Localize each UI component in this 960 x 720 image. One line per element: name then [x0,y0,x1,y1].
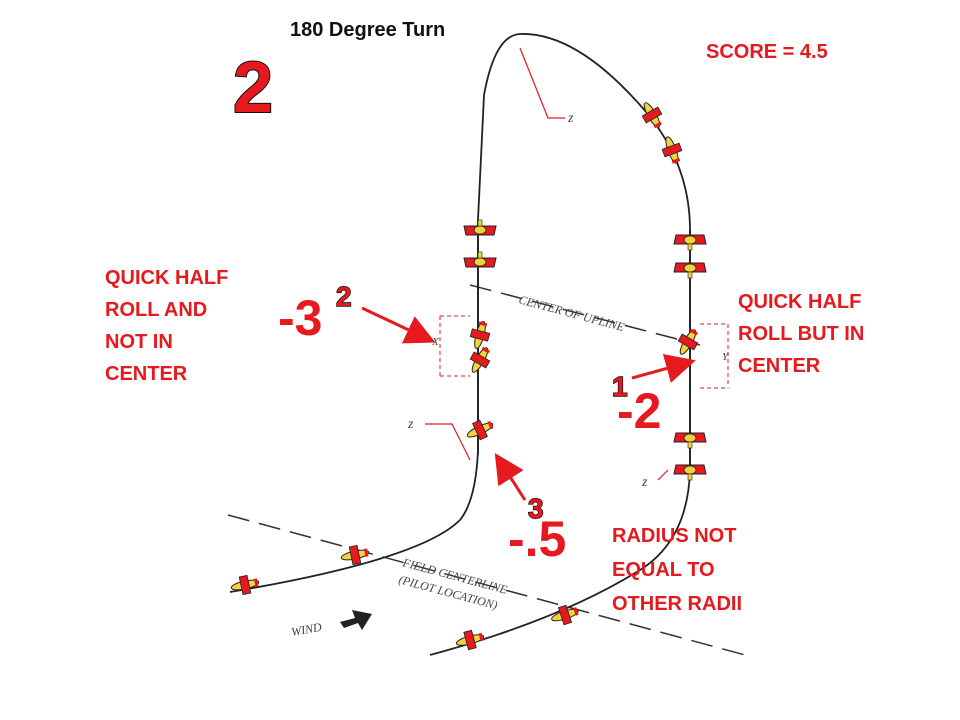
deduction-note: QUICK HALF ROLL AND NOT IN CENTER [105,267,228,385]
note-line: QUICK HALF [738,291,861,313]
plane-icon [548,601,582,629]
plane-icon [673,464,707,481]
x-bracket [439,315,470,377]
note-line: EQUAL TO [612,559,715,581]
maneuver-number: 2 [233,48,273,128]
y-label: Y [722,351,730,363]
center-of-upline-label: CENTER OF UPLINE [517,292,626,334]
plane-icon [463,219,497,236]
arrow-to-radius [494,452,527,501]
note-line: ROLL BUT IN [738,323,864,345]
note-line: QUICK HALF [105,267,228,289]
note-line: RADIUS NOT [612,525,736,547]
deduction-value: -2 [617,383,661,439]
deduction-value: -.5 [508,511,566,567]
plane-icon [673,262,707,279]
diagram-title: 180 Degree Turn [290,19,445,41]
deduction-index: 1 [612,371,628,402]
y-bracket [700,323,729,389]
arrow-to-left-roll [361,306,436,344]
note-line: NOT IN [105,331,173,353]
radius-leaders [425,47,669,481]
deduction-note: RADIUS NOT EQUAL TO OTHER RADII [612,525,742,615]
deduction-index: 3 [528,493,544,524]
radius-label-right: z [641,475,648,490]
wind-arrow-icon [340,610,372,630]
plane-icon [658,133,686,167]
note-line: ROLL AND [105,299,207,321]
score-label: SCORE = 4.5 [706,41,828,63]
plane-icon [463,415,497,445]
deduction-arrows [361,306,696,501]
plane-icon [672,324,704,360]
plane-icon [463,251,497,268]
field-centerline-line [227,514,746,656]
deduction-index: 2 [336,281,352,312]
plane-icon [467,318,493,352]
radius-leader-top [519,47,565,119]
note-line: OTHER RADII [612,593,742,615]
arrow-to-right-roll [631,353,696,383]
note-line: CENTER [738,355,821,377]
wind-label: WIND [290,620,323,639]
deduction-note: QUICK HALF ROLL BUT IN CENTER [738,291,864,377]
plane-icon [673,432,707,449]
reference-lines [227,284,746,656]
plane-icon [464,342,496,378]
note-line: CENTER [105,363,188,385]
deduction-value: -3 [278,290,322,346]
radius-label-left: z [407,417,414,432]
x-label: X [431,336,440,348]
radius-leader-left [425,423,471,461]
plane-icon [673,234,707,251]
upline-center-line [469,284,701,346]
plane-icon [453,627,487,653]
measure-brackets [439,315,729,389]
radius-label-top: z [567,111,574,126]
plane-icon [636,97,668,133]
plane-icon [228,572,262,598]
maneuver-path [229,33,691,656]
radius-leader-right [657,469,669,481]
